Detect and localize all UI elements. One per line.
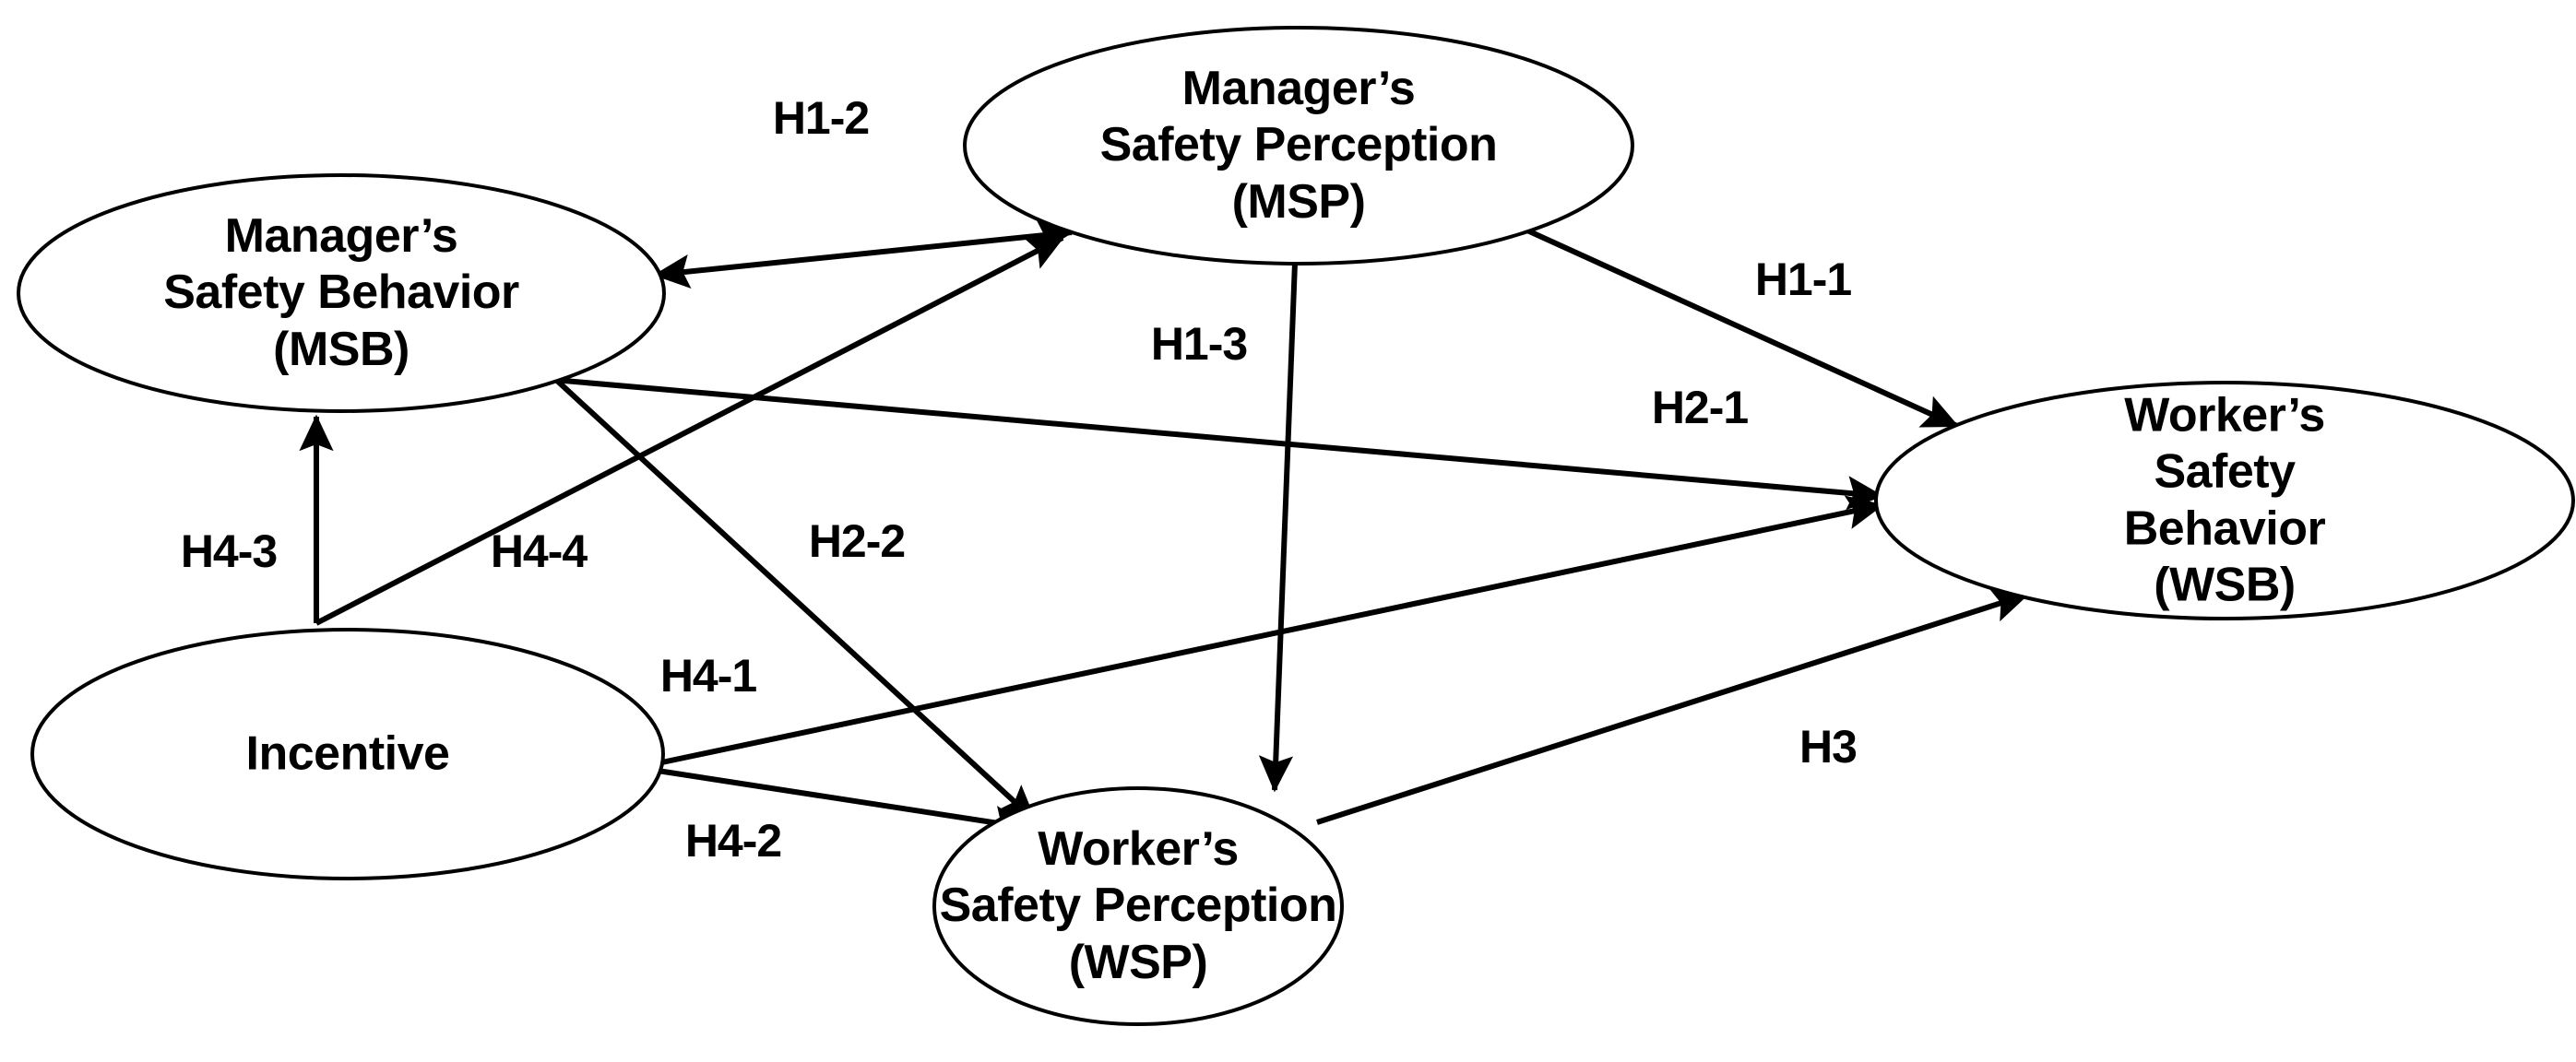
edge-h4-1 <box>657 495 1884 766</box>
node-ellipse-wsp[interactable] <box>932 786 1344 1026</box>
node-ellipse-msb[interactable] <box>17 173 666 413</box>
edge-h1-2 <box>653 218 1074 289</box>
edge-h4-4 <box>315 235 1065 626</box>
edge-h1-3 <box>1258 262 1298 793</box>
edges-layer <box>299 218 2030 840</box>
nodes-layer <box>17 26 2575 1026</box>
edge-h1-1 <box>1525 228 1960 429</box>
edge-h4-2 <box>657 768 1031 840</box>
edge-h3 <box>1316 588 2030 825</box>
node-ellipse-wsb[interactable] <box>1874 381 2575 620</box>
edge-h2-2 <box>553 377 1038 823</box>
node-ellipse-msp[interactable] <box>963 26 1634 266</box>
edge-h2-1 <box>552 377 1884 511</box>
node-ellipse-incentive[interactable] <box>30 628 665 880</box>
